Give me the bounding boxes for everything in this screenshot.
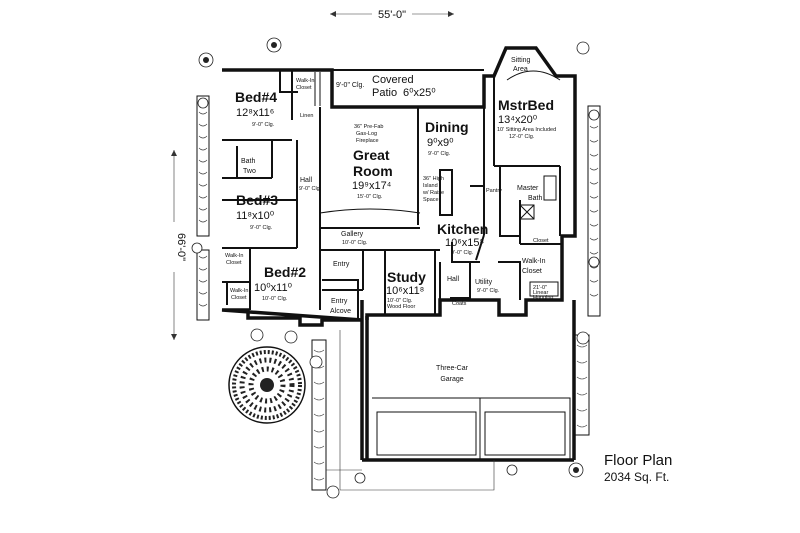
- alcove-name2: Alcove: [330, 308, 351, 315]
- hedge-right: [587, 105, 601, 317]
- hedge-left-lower: [196, 249, 210, 321]
- wic-name: Walk-In: [522, 258, 546, 265]
- dining-name: Dining: [425, 119, 469, 135]
- width-dimension-line: [330, 11, 454, 17]
- linen-tag: Linen: [300, 113, 313, 119]
- title-block: Floor Plan 2034 Sq. Ft.: [604, 452, 794, 485]
- walkin1-tag: Walk-In: [296, 78, 314, 84]
- great-name2: Room: [353, 163, 393, 179]
- bed4-ceiling: 9'-0" Clg.: [252, 122, 275, 128]
- shrubs: [191, 37, 600, 499]
- depth-dimension-line: [171, 150, 177, 340]
- dining-ceiling: 9'-0" Clg.: [428, 151, 451, 157]
- patio-name: Covered: [372, 74, 414, 86]
- patio-size: 6⁰x25⁰: [403, 87, 436, 99]
- study-floor: Wood Floor: [387, 304, 415, 310]
- coats-tag: Coats: [452, 301, 467, 307]
- bed2-ceiling: 10'-0" Clg.: [262, 296, 288, 302]
- sitting-name2: Area: [513, 66, 528, 73]
- kitchen-ceiling: 9'-0" Clg.: [451, 250, 474, 256]
- wic-name2: Closet: [522, 268, 542, 275]
- exterior-walls: [221, 46, 577, 491]
- study-ceiling: 10'-0" Clg.: [387, 298, 413, 304]
- bar-note2: Island: [423, 183, 438, 189]
- closet-tag: Closet: [533, 238, 549, 244]
- bar-note1: 36" High: [423, 176, 444, 182]
- wic-note2: Linear: [533, 290, 548, 296]
- gallery-ceiling: 10'-0" Clg.: [342, 240, 368, 246]
- mbath-name2: Bath: [528, 195, 543, 202]
- dining-size: 9⁰x9⁰: [427, 137, 454, 149]
- utility-name: Utility: [475, 279, 493, 286]
- study-name: Study: [387, 269, 426, 285]
- hall1-ceiling: 9'-0" Clg.: [299, 186, 322, 192]
- master-ceiling2: 12'-0" Clg.: [509, 134, 535, 140]
- bed4-size: 12⁸x11⁶: [236, 107, 274, 119]
- bath2-name2: Two: [243, 168, 256, 175]
- kitchen-name: Kitchen: [437, 221, 488, 237]
- bed3-size: 11⁸x10⁰: [236, 210, 275, 222]
- hall2-name: Hall: [447, 276, 460, 283]
- bed4-name: Bed#4: [235, 89, 277, 105]
- hedge-left-upper: [196, 95, 210, 237]
- kitchen-size: 10⁶x15⁸: [445, 237, 484, 249]
- patio-name2: Patio: [372, 87, 397, 99]
- plan-title: Floor Plan: [604, 452, 673, 469]
- mbath-name: Master: [517, 185, 539, 192]
- bed3-ceiling: 9'-0" Clg.: [250, 225, 273, 231]
- bar-note3: w/ Raise: [422, 190, 444, 196]
- gallery-name: Gallery: [341, 231, 364, 238]
- tree: [228, 346, 306, 424]
- garage-name2: Garage: [440, 376, 463, 383]
- bath2-name: Bath: [241, 158, 256, 165]
- bed2-name: Bed#2: [264, 264, 306, 280]
- master-name: MstrBed: [498, 97, 554, 113]
- width-dimension: 55'-0": [378, 9, 406, 21]
- entry-name: Entry: [333, 261, 350, 268]
- walkin2-tag: Walk-In: [225, 253, 243, 259]
- garage-name: Three-Car: [436, 365, 469, 372]
- sitting-name: Sitting: [511, 57, 531, 64]
- interior-walls: [222, 69, 562, 320]
- great-name: Great: [353, 147, 390, 163]
- great-ceiling: 15'-0" Clg.: [357, 194, 383, 200]
- walkin3-tag-b: Closet: [231, 295, 247, 301]
- plan-area: 2034 Sq. Ft.: [604, 470, 670, 484]
- utility-ceiling: 9'-0" Clg.: [477, 288, 500, 294]
- fireplace-note3: Fireplace: [356, 138, 379, 144]
- walkin2-tag-b: Closet: [226, 260, 242, 266]
- study-size: 10⁶x11⁸: [386, 285, 424, 297]
- alcove-name: Entry: [331, 298, 348, 305]
- bar-note4: Space: [423, 197, 439, 203]
- hall1-name: Hall: [300, 177, 313, 184]
- fireplace-note2: Gas-Log: [356, 131, 377, 137]
- wic-note1: 21'-0": [533, 285, 547, 291]
- bed2-size: 10⁰x11⁰: [254, 282, 293, 294]
- fireplace-note1: 36" Pre-Fab: [354, 124, 383, 130]
- master-ceiling: 10' Sitting Area Included: [497, 127, 556, 133]
- great-size: 19⁹x17⁴: [352, 180, 392, 192]
- patio-ceiling: 9'-0" Clg.: [336, 82, 364, 89]
- pantry-tag: Pantry: [486, 188, 502, 194]
- walkin3-tag: Walk-In: [230, 288, 248, 294]
- walkin1-tag-b: Closet: [296, 85, 312, 91]
- wic-note3: Hanging: [533, 295, 554, 301]
- bed3-name: Bed#3: [236, 192, 278, 208]
- master-size: 13⁴x20⁰: [498, 114, 538, 126]
- depth-dimension: 66'-0": [175, 233, 187, 261]
